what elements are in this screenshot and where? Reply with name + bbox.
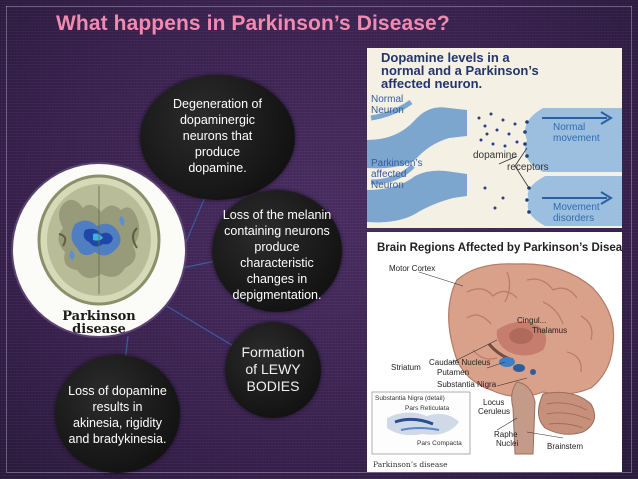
dopamine-loss-line: and bradykinesia.	[68, 432, 167, 446]
brain-regions-illustration	[367, 263, 622, 472]
bubble-melanin	[212, 190, 342, 312]
bubble-lewy-bodies	[225, 322, 321, 418]
pars-reticulata-label: Pars Reticulata	[405, 405, 450, 412]
normal-neuron-label-2: Neuron	[371, 105, 404, 116]
receptors-label: receptors	[507, 162, 549, 173]
dopamine-label: dopamine	[473, 150, 517, 161]
locus-ceruleus-label-2: Ceruleus	[478, 407, 511, 416]
dopamine-loss-line: results in	[92, 400, 143, 414]
movement-disorders-label-1: Movement	[553, 202, 600, 213]
parkinsons-neuron-label-1: Parkinson’s	[371, 158, 423, 169]
pars-compacta-label: Pars Compacta	[417, 440, 462, 447]
cingulate-label: Cingul...	[517, 316, 547, 325]
lewy-line: of LEWY	[245, 361, 301, 377]
putamen-label: Putamen	[437, 368, 470, 377]
brain-regions-footer: Parkinson’s disease	[373, 460, 448, 469]
melanin-line: produce	[254, 240, 300, 254]
melanin-line: changes in	[246, 272, 308, 286]
degeneration-line: dopaminergic	[179, 113, 256, 127]
melanin-line: depigmentation.	[232, 288, 322, 302]
brain-regions-title: Brain Regions Affected by Parkinson’s Di…	[377, 242, 622, 254]
degeneration-line: dopamine.	[188, 161, 247, 175]
motor-cortex-label: Motor Cortex	[389, 264, 436, 273]
lewy-line: BODIES	[246, 378, 300, 394]
lewy-line: Formation	[241, 344, 305, 360]
thalamus-label: Thalamus	[532, 326, 568, 335]
dopamine-loss-line: akinesia, rigidity	[73, 416, 162, 430]
caudate-label: Caudate Nucleus	[429, 358, 491, 367]
melanin-text: Loss of the melanin containing neurons p…	[206, 207, 348, 303]
movement-disorders-label-2: disorders	[553, 213, 595, 224]
degeneration-text: Degeneration of dopaminergic neurons tha…	[140, 96, 295, 176]
brain-scan-illustration	[37, 174, 161, 306]
dopamine-heading-1: Dopamine levels in a	[381, 50, 510, 65]
brain-scan-image: Parkinson disease	[13, 164, 185, 336]
raphe-nuclei-label-1: Raphe	[494, 430, 518, 439]
inset-title: Substantia Nigra (detail)	[375, 395, 445, 402]
dopamine-loss-text: Loss of dopamine results in akinesia, ri…	[52, 383, 183, 447]
bubble-dopamine-loss	[55, 355, 180, 473]
raphe-nuclei-label-2: Nuclei	[496, 439, 519, 448]
normal-movement-label-1: Normal	[553, 122, 586, 133]
parkinsons-neuron-label-2: affected	[371, 169, 407, 180]
connector-line	[164, 304, 241, 351]
brain-regions-diagram: Brain Regions Affected by Parkinson’s Di…	[367, 232, 622, 472]
melanin-line: characteristic	[240, 256, 314, 270]
striatum-label: Striatum	[391, 363, 421, 372]
frame-line-left	[6, 6, 7, 472]
degeneration-line: Degeneration of	[173, 97, 262, 111]
dopamine-heading-2: normal and a Parkinson’s	[381, 63, 539, 78]
normal-neuron-label-1: Normal	[371, 94, 404, 105]
dopamine-loss-line: Loss of dopamine	[68, 384, 167, 398]
degeneration-line: neurons that	[182, 129, 253, 143]
frame-line-right	[631, 6, 632, 472]
melanin-line: containing neurons	[224, 224, 330, 238]
substantia-nigra-label: Substantia Nigra	[437, 380, 497, 389]
lewy-text: Formation of LEWY BODIES	[225, 344, 321, 395]
dopamine-levels-diagram: Dopamine levels in a normal and a Parkin…	[367, 48, 622, 228]
frame-line-bottom	[6, 472, 632, 473]
locus-ceruleus-label-1: Locus	[483, 398, 505, 407]
dopamine-heading-3: affected neuron.	[381, 76, 483, 91]
degeneration-line: produce	[194, 145, 241, 159]
normal-movement-label-2: movement	[553, 133, 600, 144]
brain-scan-caption-2: disease	[72, 322, 126, 336]
slide-title: What happens in Parkinson’s Disease?	[56, 12, 450, 35]
bubble-degeneration	[140, 75, 295, 200]
brainstem-label: Brainstem	[547, 442, 584, 451]
melanin-line: Loss of the melanin	[222, 208, 332, 222]
brain-scan-caption-1: Parkinson	[62, 309, 136, 324]
frame-line-top	[6, 6, 632, 7]
neuron-illustration	[367, 48, 622, 228]
parkinsons-neuron-label-3: Neuron	[371, 180, 404, 191]
